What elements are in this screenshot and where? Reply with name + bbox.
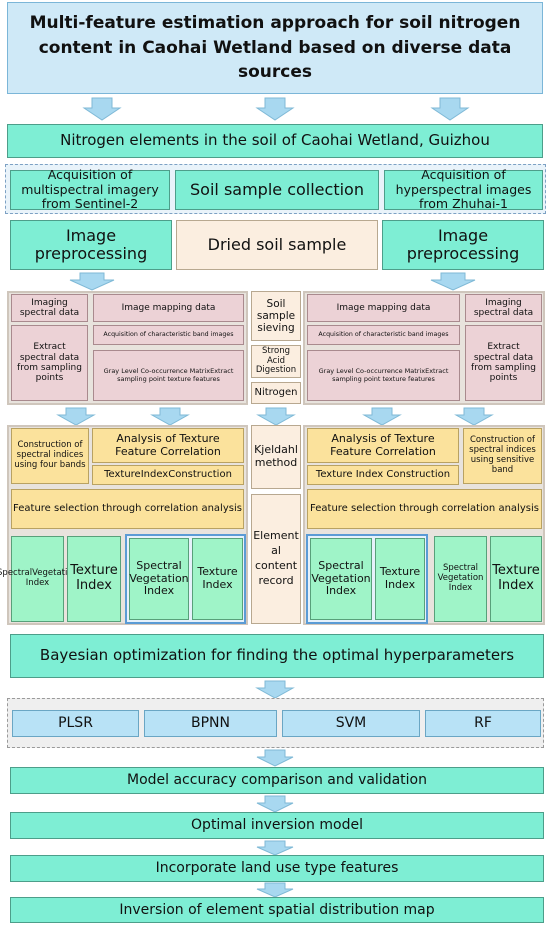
model-rf: RF <box>425 710 541 737</box>
arrow-to-landuse <box>256 840 294 856</box>
right-texture-index-mid: Texture Index <box>375 538 425 620</box>
down-arrow <box>362 407 402 426</box>
bayesian-optimization-box: Bayesian optimization for finding the op… <box>10 634 544 678</box>
left-texture-index-big: Texture Index <box>67 536 121 622</box>
dried-soil-box: Dried soil sample <box>176 220 378 270</box>
down-arrow <box>430 97 470 121</box>
right-imaging-spectral: Imaging spectral data <box>465 294 542 322</box>
nitrogen-box: Nitrogen <box>251 382 301 404</box>
left-texture-index-mid: Texture Index <box>192 538 243 620</box>
arrows-row-2 <box>69 272 476 291</box>
preprocessing-right: Image preprocessing <box>382 220 544 270</box>
left-texture-index-construction: TextureIndexConstruction <box>92 465 244 485</box>
down-arrow <box>150 407 190 426</box>
right-glcm: Gray Level Co-occurrence MatrixExtract s… <box>307 350 460 401</box>
left-glcm: Gray Level Co-occurrence MatrixExtract s… <box>93 350 244 401</box>
down-arrow <box>454 407 494 426</box>
down-arrow <box>69 272 115 291</box>
down-arrow <box>256 749 294 767</box>
arrows-row-1 <box>82 97 470 121</box>
down-arrow <box>256 840 294 856</box>
diagram-title: Multi-feature estimation approach for so… <box>7 2 543 94</box>
down-arrow <box>56 407 96 426</box>
right-image-mapping: Image mapping data <box>307 294 460 322</box>
left-spectral-indices-construction: Construction of spectral indices using f… <box>11 428 89 484</box>
arrow-to-accuracy <box>256 749 294 767</box>
landuse-box: Incorporate land use type features <box>10 855 544 882</box>
right-spectral-indices-construction: Construction of spectral indices using s… <box>463 428 542 484</box>
right-feature-selection: Feature selection through correlation an… <box>307 489 542 529</box>
acq-hyperspectral-box: Acquisition of hyperspectral images from… <box>384 168 543 211</box>
left-texture-correlation: Analysis of Texture Feature Correlation <box>92 428 244 463</box>
optimal-model-box: Optimal inversion model <box>10 812 544 839</box>
soil-collection-box: Soil sample collection <box>175 170 379 210</box>
right-texture-correlation: Analysis of Texture Feature Correlation <box>307 428 459 463</box>
down-arrow <box>256 407 296 426</box>
right-texture-index-big: Texture Index <box>490 536 542 622</box>
content-record-box: Element al content record <box>251 494 301 624</box>
preprocessing-left: Image preprocessing <box>10 220 172 270</box>
down-arrow <box>255 680 295 699</box>
left-image-mapping: Image mapping data <box>93 294 244 322</box>
right-extract-spectral: Extract spectral data from sampling poin… <box>465 325 542 401</box>
arrows-row-3 <box>56 407 494 426</box>
down-arrow <box>430 272 476 291</box>
down-arrow <box>82 97 122 121</box>
down-arrow <box>255 97 295 121</box>
inversion-map-box: Inversion of element spatial distributio… <box>10 897 544 923</box>
soil-sieving-box: Soil sample sieving <box>251 291 301 341</box>
acid-digestion-box: Strong Acid Digestion <box>251 345 301 378</box>
accuracy-box: Model accuracy comparison and validation <box>10 767 544 794</box>
right-spectral-vegetation-index-small: Spectral Vegetation Index <box>434 536 487 622</box>
model-svm: SVM <box>282 710 420 737</box>
right-texture-index-construction: Texture Index Construction <box>307 465 459 485</box>
kjeldahl-box: Kjeldahl method <box>251 425 301 489</box>
left-characteristic-band: Acquisition of characteristic band image… <box>93 325 244 345</box>
left-extract-spectral: Extract spectral data from sampling poin… <box>11 325 88 401</box>
left-imaging-spectral: Imaging spectral data <box>11 294 88 322</box>
nitrogen-elements-box: Nitrogen elements in the soil of Caohai … <box>7 124 543 158</box>
down-arrow <box>256 882 294 898</box>
model-bpnn: BPNN <box>144 710 277 737</box>
right-spectral-vegetation-index-big: Spectral Vegetation Index <box>310 538 372 620</box>
right-characteristic-band: Acquisition of characteristic band image… <box>307 325 460 345</box>
model-plsr: PLSR <box>12 710 139 737</box>
arrow-to-inversion <box>256 882 294 898</box>
left-spectral-vegetation-index-mid: Spectral Vegetation Index <box>129 538 189 620</box>
arrow-to-models <box>255 680 295 699</box>
down-arrow <box>256 795 294 813</box>
acq-multispectral-box: Acquisition of multispectral imagery fro… <box>10 168 170 211</box>
left-feature-selection: Feature selection through correlation an… <box>11 489 244 529</box>
left-spectral-vegetation-index-small: SpectralVegetation Index <box>0 536 78 622</box>
arrow-to-optimal <box>256 795 294 813</box>
